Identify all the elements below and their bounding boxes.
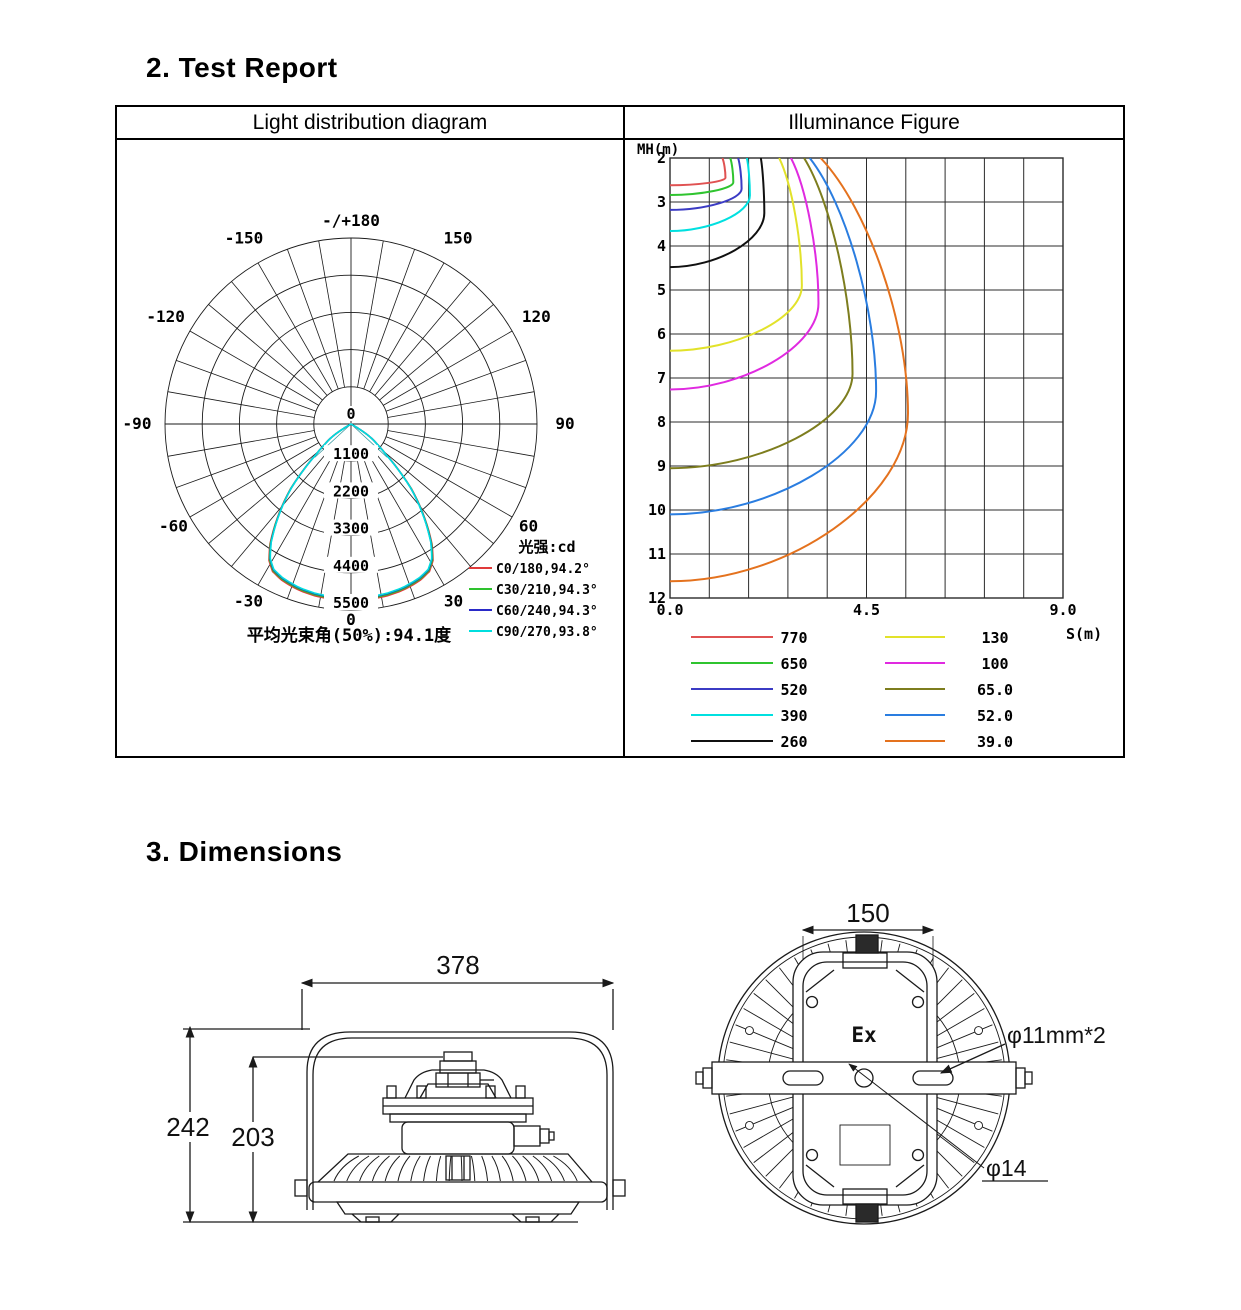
top-mounting-bar xyxy=(695,1061,1033,1095)
svg-text:10: 10 xyxy=(648,501,666,519)
svg-text:C90/270,93.8°: C90/270,93.8° xyxy=(496,625,598,640)
side-heatsink xyxy=(317,1153,593,1183)
light-distribution-polar-chart: 110022003300440055000030-3060-6090-90120… xyxy=(123,211,598,646)
illuminance-contour-chart: MH(m)2 3 4 5 6 7 8 9 10 11 120.0 4.5 9.0S(m) 770 650 52… xyxy=(637,142,1102,751)
leader-center-hole xyxy=(848,1063,985,1169)
svg-text:-/+180: -/+180 xyxy=(322,211,380,230)
svg-text:4.5: 4.5 xyxy=(853,601,880,619)
dim-378-label: 378 xyxy=(436,950,479,980)
contour-390 xyxy=(670,158,751,233)
section-title-test-report: 2. Test Report xyxy=(146,52,338,83)
svg-text:390: 390 xyxy=(780,707,807,725)
contour-650 xyxy=(670,158,735,196)
dim-242-label: 242 xyxy=(166,1112,209,1142)
side-view-drawing xyxy=(183,978,626,1224)
svg-text:-90: -90 xyxy=(123,414,152,433)
svg-text:30: 30 xyxy=(444,592,463,611)
dimension-line-203 xyxy=(248,1055,443,1224)
dim-150-label: 150 xyxy=(846,898,889,928)
contour-52.0 xyxy=(670,158,878,516)
contour-39.0 xyxy=(670,158,909,583)
svg-text:C60/240,94.3°: C60/240,94.3° xyxy=(496,604,598,619)
dimension-line-378 xyxy=(300,978,615,1030)
svg-text:6: 6 xyxy=(657,325,666,343)
svg-text:90: 90 xyxy=(555,414,574,433)
side-view-labels: 378 242 203 xyxy=(162,950,480,1152)
dimension-drawings: 378 242 203 xyxy=(162,898,1106,1225)
svg-text:5500: 5500 xyxy=(333,594,369,612)
contour-770 xyxy=(670,158,727,187)
svg-text:130: 130 xyxy=(981,629,1008,647)
polar-labels: 110022003300440055000030-3060-6090-90120… xyxy=(123,211,575,629)
svg-text:4: 4 xyxy=(657,237,666,255)
beam-angle-note: 平均光束角(50%):94.1度 xyxy=(247,625,452,646)
contour-grid xyxy=(669,157,1064,599)
svg-text:7: 7 xyxy=(657,369,666,387)
test-report-table: Light distribution diagram Illuminance F… xyxy=(115,105,1125,758)
svg-text:-150: -150 xyxy=(225,229,264,248)
beam-angle-indicator-lines xyxy=(314,423,388,458)
center-hole-label: φ14 xyxy=(986,1155,1027,1181)
table-header-illuminance: Illuminance Figure xyxy=(788,110,960,134)
svg-text:8: 8 xyxy=(657,413,666,431)
svg-text:150: 150 xyxy=(444,229,473,248)
side-lens-ring xyxy=(308,1181,608,1223)
top-view-labels: 150 Ex φ11mm*2 φ14 xyxy=(846,898,1106,1181)
ex-marking: Ex xyxy=(851,1023,877,1047)
svg-text:0: 0 xyxy=(346,610,356,629)
contour-legend: 770 650 520 390 260 130 100 65.0 52.0 39.0 xyxy=(691,629,1013,751)
svg-text:39.0: 39.0 xyxy=(977,733,1013,751)
svg-text:650: 650 xyxy=(780,655,807,673)
svg-text:-60: -60 xyxy=(159,517,188,536)
slot-hole-label: φ11mm*2 xyxy=(1007,1022,1106,1048)
contour-130 xyxy=(670,158,803,352)
svg-text:120: 120 xyxy=(522,307,551,326)
table-header-light-distribution: Light distribution diagram xyxy=(117,107,625,138)
svg-text:4400: 4400 xyxy=(333,557,369,575)
svg-text:0.0: 0.0 xyxy=(656,601,683,619)
side-lamp-body xyxy=(382,1051,555,1155)
svg-text:9: 9 xyxy=(657,457,666,475)
svg-text:3300: 3300 xyxy=(333,520,369,538)
svg-text:-30: -30 xyxy=(234,592,263,611)
svg-text:65.0: 65.0 xyxy=(977,681,1013,699)
leader-slot-hole xyxy=(939,1043,1006,1074)
svg-text:520: 520 xyxy=(780,681,807,699)
svg-text:260: 260 xyxy=(780,733,807,751)
svg-text:100: 100 xyxy=(981,655,1008,673)
svg-text:C30/210,94.3°: C30/210,94.3° xyxy=(496,583,598,598)
dim-203-label: 203 xyxy=(231,1122,274,1152)
svg-text:0: 0 xyxy=(346,405,355,423)
svg-text:S(m): S(m) xyxy=(1066,625,1102,643)
svg-text:2200: 2200 xyxy=(333,482,369,500)
svg-text:2: 2 xyxy=(657,149,666,167)
contour-100 xyxy=(670,158,820,391)
svg-text:11: 11 xyxy=(648,545,666,563)
side-bracket xyxy=(294,1031,626,1210)
svg-text:MH(m): MH(m) xyxy=(637,142,679,158)
svg-text:C0/180,94.2°: C0/180,94.2° xyxy=(496,562,590,577)
contour-curves xyxy=(670,158,909,583)
svg-text:光强:cd: 光强:cd xyxy=(517,538,575,556)
section-title-dimensions: 3. Dimensions xyxy=(146,836,343,867)
svg-text:770: 770 xyxy=(780,629,807,647)
svg-text:-120: -120 xyxy=(146,307,185,326)
top-view-drawing xyxy=(695,925,1048,1225)
svg-text:52.0: 52.0 xyxy=(977,707,1013,725)
contour-520 xyxy=(670,158,743,211)
contour-65.0 xyxy=(670,158,854,470)
svg-text:3: 3 xyxy=(657,193,666,211)
table-header-row: Light distribution diagram Illuminance F… xyxy=(117,107,1123,140)
svg-text:5: 5 xyxy=(657,281,666,299)
contour-axis-labels: MH(m)2 3 4 5 6 7 8 9 10 11 120.0 4.5 9.0S(m) xyxy=(637,142,1102,643)
svg-text:1100: 1100 xyxy=(333,445,369,463)
svg-text:12: 12 xyxy=(648,589,666,607)
contour-260 xyxy=(670,158,766,269)
svg-text:9.0: 9.0 xyxy=(1049,601,1076,619)
svg-text:60: 60 xyxy=(519,517,538,536)
